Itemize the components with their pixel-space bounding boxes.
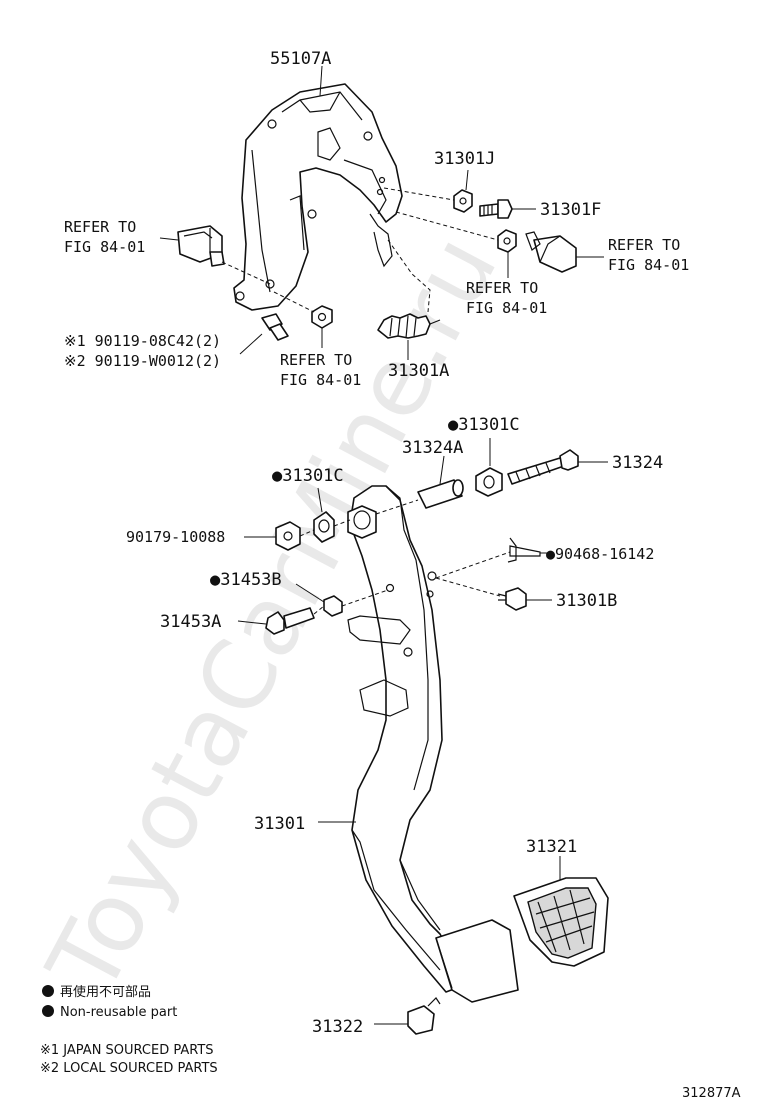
bolt-31324 bbox=[507, 449, 579, 485]
brake-pedal-arm-31301 bbox=[347, 485, 463, 993]
figure-number: 312877A bbox=[682, 1086, 741, 1101]
return-spring-31301A bbox=[377, 313, 441, 339]
nut-bottom-upper bbox=[311, 305, 333, 329]
label-31301A: 31301A bbox=[388, 361, 449, 381]
label-31321: 31321 bbox=[526, 837, 577, 857]
stop-lamp-switch-left bbox=[177, 225, 225, 267]
pin-31301B bbox=[497, 587, 527, 611]
label-31453B: ●31453B bbox=[210, 570, 282, 590]
label-31324: 31324 bbox=[612, 453, 663, 473]
label-31322: 31322 bbox=[312, 1017, 363, 1037]
label-31301C-top: ●31301C bbox=[448, 415, 520, 435]
bolt-part-japan: ※1 90119-08C42(2) bbox=[64, 332, 221, 350]
collar-31301C-left bbox=[313, 511, 335, 543]
bushing-31453B bbox=[323, 595, 343, 617]
label-55107A: 55107A bbox=[270, 49, 331, 69]
bolt-90119 bbox=[261, 313, 289, 341]
refer-mid-line2: FIG 84-01 bbox=[466, 299, 547, 317]
label-31301C-left: ●31301C bbox=[272, 466, 344, 486]
label-90179-10088: 90179-10088 bbox=[126, 528, 225, 546]
stop-lamp-switch-right bbox=[525, 231, 577, 273]
legend-line4: ※2 LOCAL SOURCED PARTS bbox=[40, 1061, 218, 1076]
refer-mid-line1: REFER TO bbox=[466, 279, 538, 297]
refer-left-line1: REFER TO bbox=[64, 218, 136, 236]
label-31301F: 31301F bbox=[540, 200, 601, 220]
nut-right-upper bbox=[497, 229, 517, 253]
pedal-support-bracket bbox=[233, 83, 403, 311]
label-31301: 31301 bbox=[254, 814, 305, 834]
pedal-pad-plate bbox=[435, 919, 519, 1003]
pin-31453A bbox=[265, 607, 315, 635]
legend-line1: 再使用不可部品 bbox=[60, 984, 151, 1000]
legend-line2: Non-reusable part bbox=[60, 1005, 177, 1020]
non-reusable-dot-icon bbox=[42, 985, 54, 997]
bolt-part-local: ※2 90119-W0012(2) bbox=[64, 352, 221, 370]
clip-90468 bbox=[507, 537, 541, 563]
collar-31301C-top bbox=[475, 467, 503, 497]
label-90468-16142: ●90468-16142 bbox=[546, 545, 654, 563]
nut-31301J bbox=[453, 189, 473, 213]
refer-bottom-line2: FIG 84-01 bbox=[280, 371, 361, 389]
refer-right-line1: REFER TO bbox=[608, 236, 680, 254]
refer-bottom-line1: REFER TO bbox=[280, 351, 352, 369]
label-31453A: 31453A bbox=[160, 612, 221, 632]
label-31301B: 31301B bbox=[556, 591, 617, 611]
non-reusable-dot-icon bbox=[42, 1005, 54, 1017]
pedal-stopper-31322 bbox=[407, 997, 441, 1035]
refer-left-line2: FIG 84-01 bbox=[64, 238, 145, 256]
legend-line3: ※1 JAPAN SOURCED PARTS bbox=[40, 1043, 214, 1058]
label-31301J: 31301J bbox=[434, 149, 495, 169]
label-31324A: 31324A bbox=[402, 438, 463, 458]
refer-right-line2: FIG 84-01 bbox=[608, 256, 689, 274]
bolt-31301F bbox=[479, 199, 513, 219]
bushing-31324A bbox=[417, 479, 464, 509]
nut-90179 bbox=[275, 521, 301, 551]
pedal-pad-31321 bbox=[513, 877, 609, 967]
